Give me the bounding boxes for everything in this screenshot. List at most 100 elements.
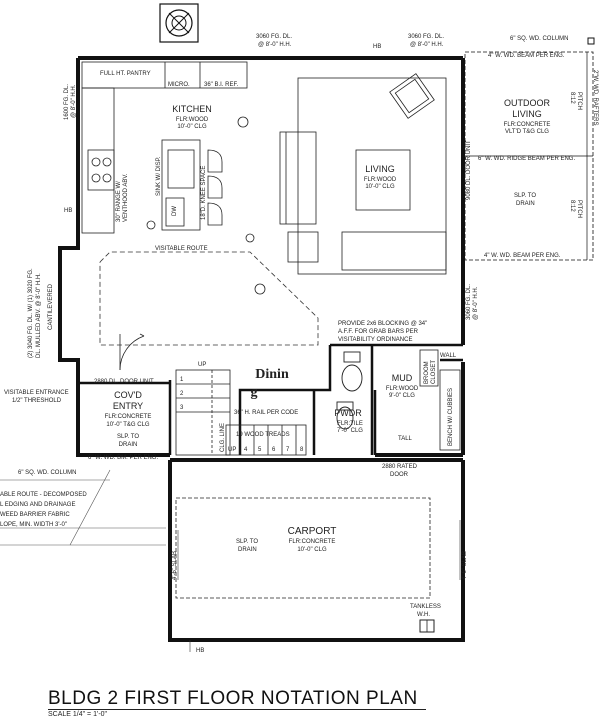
dimension-marks	[177, 520, 461, 652]
room-pwdr-flr: FLR:TILE	[337, 421, 363, 427]
note-stair-rail: 36" H. RAIL PER CODE	[234, 410, 298, 416]
room-carport-flr: FLR:CONCRETE	[289, 539, 336, 545]
room-carport-name: CARPORT	[288, 526, 337, 537]
note-tread-up: UP	[228, 447, 236, 453]
note-door-top-left-hh: @ 8'-0" H.H.	[258, 42, 292, 48]
room-entry-name-2: ENTRY	[113, 401, 143, 411]
note-range-vent: VENTHOOD ABV.	[123, 173, 129, 222]
room-kitchen-name: KITCHEN	[172, 104, 212, 114]
room-pwdr-name: PWDR	[334, 408, 362, 418]
note-threshold: 1/2" THRESHOLD	[12, 398, 62, 404]
room-living-clg: 10'-0" CLG	[365, 184, 395, 190]
note-tread-6: 6	[272, 447, 276, 453]
note-door-top-left: 3060 FG. DL.	[256, 34, 292, 40]
note-beam-top: 4" W. WD. BEAM PER ENG.	[488, 53, 565, 59]
note-route-3: L EDGING AND DRAINAGE	[0, 502, 75, 508]
room-outdoor-clg: VLT'D T&G CLG	[505, 129, 549, 135]
room-dining-name-2: g	[251, 385, 258, 400]
room-entry-slp: SLP. TO	[117, 434, 139, 440]
note-beam-bottom: 4" W. WD. BEAM PER ENG.	[484, 253, 561, 259]
note-route-4: WEED BARRIER FABRIC	[0, 512, 70, 518]
note-pantry: FULL HT. PANTRY	[100, 71, 151, 77]
room-outdoor-flr: FLR:CONCRETE	[504, 122, 551, 128]
note-left-window: 1600 FG. DL.	[64, 84, 70, 120]
note-pitch-2b: PITCH	[576, 200, 582, 218]
compass-icon	[159, 3, 199, 43]
note-closet: CLOSET	[431, 360, 437, 384]
note-micro: MICRO.	[168, 82, 190, 88]
walkway	[0, 469, 166, 546]
note-pitch-1: 8:12	[569, 92, 575, 104]
note-visitable-route: VISITABLE ROUTE	[155, 246, 208, 252]
note-right-window: 3060 FG. DL.	[466, 284, 472, 320]
mud-bench	[419, 349, 461, 451]
room-entry-clg: 10'-0" T&G CLG	[106, 422, 150, 428]
room-carport-clg: 10'-0" CLG	[297, 547, 327, 553]
carport-outline	[175, 497, 435, 633]
note-door-2880-top: 2880 DL. DOOR UNIT	[94, 379, 154, 385]
visitable-route-line	[99, 251, 319, 346]
room-kitchen-flr: FLR:WOOD	[176, 117, 209, 123]
note-clg-line: CLG. LINE	[220, 423, 226, 452]
note-stair-3: 3	[180, 405, 184, 411]
note-dw: DW	[172, 206, 178, 216]
room-outdoor-name-2: LIVING	[512, 109, 542, 119]
note-left-wall-window-2: DL. MULLED ABV. @ 8'-0" H.H.	[36, 273, 42, 358]
note-right-window-hh: @ 8'-0" H.H.	[473, 286, 479, 320]
note-slp-outdoor-drain: DRAIN	[516, 201, 535, 207]
note-wall: WALL	[440, 353, 457, 359]
room-entry-drain: DRAIN	[119, 442, 138, 448]
note-carport-drain: DRAIN	[238, 547, 257, 553]
note-hb-bottom: HB	[196, 648, 204, 654]
note-side-left: 4'-6" SLAB	[172, 551, 178, 580]
note-stair-1: 1	[180, 377, 184, 383]
note-visitable-entrance: VISITABLE ENTRANCE	[4, 390, 69, 396]
room-outdoor-name: OUTDOOR	[504, 98, 550, 108]
note-door-unit: 9080 DL. DOOR UNIT	[466, 140, 472, 200]
room-entry-flr: FLR:CONCRETE	[105, 414, 152, 420]
title-rule	[48, 709, 426, 710]
note-blocking-3: VISITABILITY ORDINANCE	[338, 337, 412, 343]
note-cantilevered: CANTILEVERED	[48, 283, 54, 330]
note-ref: 36" B.I. REF.	[204, 82, 238, 88]
note-rated-door: 2880 RATED	[382, 464, 418, 470]
note-route-2: ABLE ROUTE - DECOMPOSED	[0, 492, 87, 498]
note-door-top-right-hh: @ 8'-0" H.H.	[410, 42, 444, 48]
note-rafters: 2"W. WD. RAFTERS	[592, 70, 598, 125]
room-mud-name: MUD	[392, 373, 413, 383]
note-sink: SINK W/ DISP.	[156, 156, 162, 196]
note-left-wall-window: (2) 3040 FG. DL. W/ (1) 3020 FG.	[28, 268, 34, 358]
note-left-window-hh: @ 8'-0" H.H.	[71, 84, 77, 118]
room-entry-name: COV'D	[114, 390, 142, 400]
toilet-icon	[336, 351, 363, 430]
note-blocking-2: A.F.F. FOR GRAB BARS PER	[338, 329, 419, 335]
note-beam-left: 6" W. WD. BM. PER ENG.	[88, 455, 158, 461]
note-tread-5: 5	[258, 447, 262, 453]
note-hb-top: HB	[373, 44, 381, 50]
note-tread-4: 4	[244, 447, 248, 453]
exterior-walls	[58, 56, 465, 642]
room-living-flr: FLR:WOOD	[364, 177, 397, 183]
note-knee: 18"D. KNEE SPACE	[201, 166, 207, 220]
note-tankless: TANKLESS	[410, 604, 441, 610]
room-mud-clg: 9'-0" CLG	[389, 393, 415, 399]
note-carport-slp: SLP. TO	[236, 539, 258, 545]
note-broom: BROOM	[424, 361, 430, 384]
note-door-top-right: 3060 FG. DL.	[408, 34, 444, 40]
note-range: 30" RANGE W/	[116, 181, 122, 222]
room-pwdr-clg: 7'-0" CLG	[337, 428, 363, 434]
stairs	[175, 369, 307, 456]
room-living-name: LIVING	[365, 164, 395, 174]
note-tall: TALL	[398, 436, 413, 442]
entry-door-swing	[119, 333, 145, 371]
note-rated-door-2: DOOR	[390, 472, 409, 478]
plan-title: BLDG 2 FIRST FLOOR NOTATION PLAN	[48, 688, 418, 709]
note-tread-7: 7	[286, 447, 290, 453]
room-dining-name: Dinin	[255, 367, 289, 382]
light-fixture-icon	[146, 116, 266, 295]
living-furniture	[279, 73, 447, 275]
note-bench: BENCH W/ CUBBIES	[448, 388, 454, 446]
note-ridge-beam: 6" W. WD. RIDGE BEAM PER ENG.	[478, 156, 575, 162]
interior-walls	[78, 343, 463, 455]
